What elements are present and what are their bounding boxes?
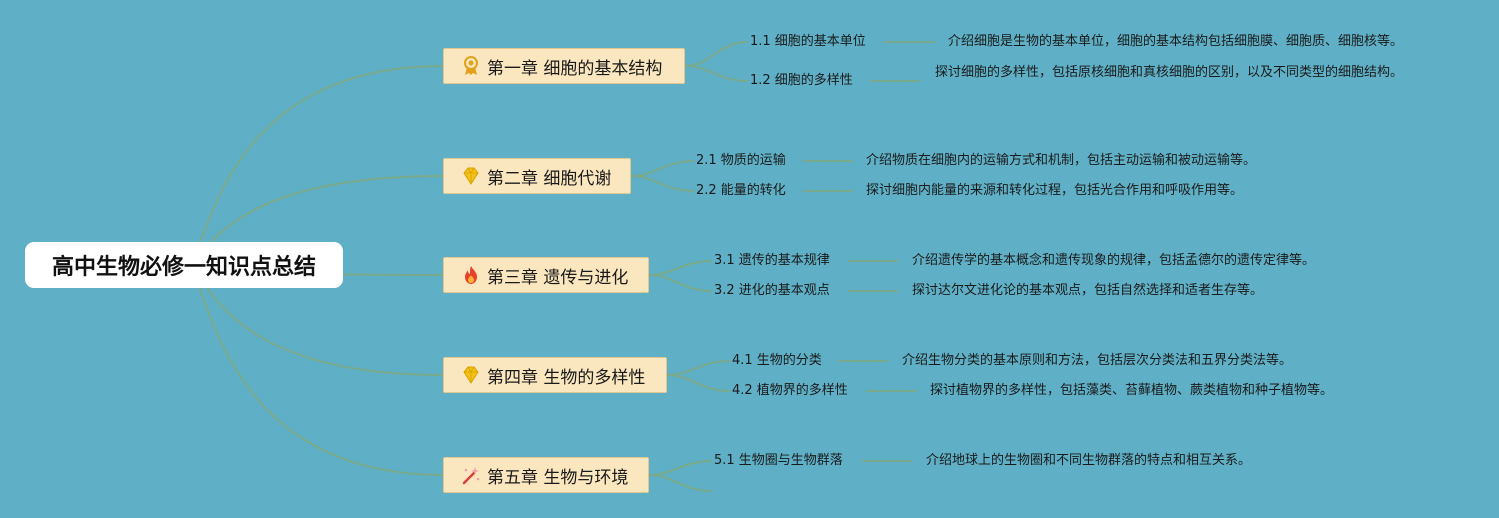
fire-icon <box>460 264 482 286</box>
root-to-chapter-5-connector <box>189 264 444 476</box>
topic-2-2-label[interactable]: 2.2 能量的转化 <box>696 183 786 198</box>
root-to-chapter-1-connector <box>189 65 444 266</box>
topic-4-1-label[interactable]: 4.1 生物的分类 <box>732 353 822 368</box>
chapter-1-to-topic-2-connector <box>684 65 749 82</box>
topic-4-1-detail: 介绍生物分类的基本原则和方法，包括层次分类法和五界分类法等。 <box>902 353 1293 368</box>
topic-2-1-label[interactable]: 2.1 物质的运输 <box>696 153 786 168</box>
topic-4-2-label[interactable]: 4.2 植物界的多样性 <box>732 383 848 398</box>
chapter-2-to-topic-2-connector <box>630 175 695 192</box>
topic-1-1-detail: 介绍细胞是生物的基本单位，细胞的基本结构包括细胞膜、细胞质、细胞核等。 <box>948 34 1404 49</box>
topic-3-1-detail: 介绍遗传学的基本概念和遗传现象的规律，包括孟德尔的遗传定律等。 <box>912 253 1316 268</box>
chapter-4-to-topic-2-connector <box>666 374 731 392</box>
award-medal-icon <box>460 55 482 77</box>
chapter-5-to-topic-2-connector <box>648 474 713 492</box>
root-topic[interactable]: 高中生物必修一知识点总结 <box>25 242 343 288</box>
topic-3-2-label[interactable]: 3.2 进化的基本观点 <box>714 283 830 298</box>
chapter-3-to-topic-1-connector <box>648 260 713 276</box>
magic-wand-icon <box>460 464 482 486</box>
chapter-title: 第一章 细胞的基本结构 <box>487 58 663 79</box>
topic-5-1-label[interactable]: 5.1 生物圈与生物群落 <box>714 453 843 468</box>
chapter-title: 第二章 细胞代谢 <box>487 168 612 189</box>
chapter-5-node[interactable]: 第五章 生物与环境 <box>443 457 649 493</box>
topic-1-2-label[interactable]: 1.2 细胞的多样性 <box>750 73 853 88</box>
topic-4-2-detail: 探讨植物界的多样性，包括藻类、苔藓植物、蕨类植物和种子植物等。 <box>930 383 1334 398</box>
topic-1-2-detail: 探讨细胞的多样性，包括原核细胞和真核细胞的区别，以及不同类型的细胞结构。 <box>935 65 1404 80</box>
chapter-title: 第三章 遗传与进化 <box>487 267 629 288</box>
topic-5-1-detail: 介绍地球上的生物圈和不同生物群落的特点和相互关系。 <box>926 453 1252 468</box>
diamond-icon <box>460 364 482 386</box>
topic-2-2-detail: 探讨细胞内能量的来源和转化过程，包括光合作用和呼吸作用等。 <box>866 183 1244 198</box>
topic-3-1-label[interactable]: 3.1 遗传的基本规律 <box>714 253 830 268</box>
chapter-3-to-topic-2-connector <box>648 274 713 292</box>
topic-2-1-detail: 介绍物质在细胞内的运输方式和机制，包括主动运输和被动运输等。 <box>866 153 1257 168</box>
chapter-2-to-topic-1-connector <box>630 160 695 177</box>
chapter-title: 第五章 生物与环境 <box>487 467 629 488</box>
chapter-2-node[interactable]: 第二章 细胞代谢 <box>443 158 631 194</box>
chapter-4-to-topic-1-connector <box>666 360 731 376</box>
chapter-1-node[interactable]: 第一章 细胞的基本结构 <box>443 48 685 84</box>
chapter-3-node[interactable]: 第三章 遗传与进化 <box>443 257 649 293</box>
topic-3-2-detail: 探讨达尔文进化论的基本观点，包括自然选择和适者生存等。 <box>912 283 1264 298</box>
root-title: 高中生物必修一知识点总结 <box>51 255 316 280</box>
diamond-icon <box>460 165 482 187</box>
chapter-title: 第四章 生物的多样性 <box>487 367 646 388</box>
chapter-1-to-topic-1-connector <box>684 41 749 67</box>
topic-1-1-label[interactable]: 1.1 细胞的基本单位 <box>750 34 866 49</box>
chapter-5-to-topic-1-connector <box>648 460 713 476</box>
chapter-4-node[interactable]: 第四章 生物的多样性 <box>443 357 667 393</box>
